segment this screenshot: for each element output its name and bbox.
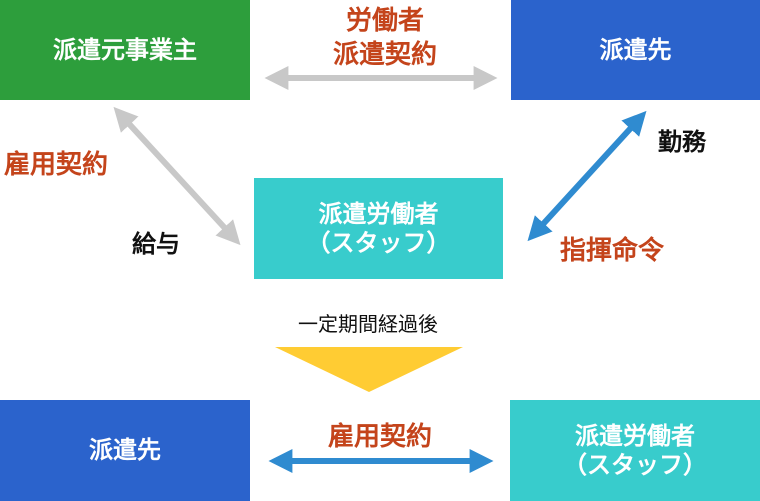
worker-bottom-line2: （スタッフ） bbox=[563, 450, 707, 479]
command-label: 指揮命令 bbox=[560, 230, 664, 267]
worker-top-line2: （スタッフ） bbox=[306, 228, 451, 257]
dispatch-contract-line2: 派遣契約 bbox=[332, 40, 437, 70]
dispatch-contract-label: 労働者 派遣契約 bbox=[300, 4, 470, 72]
after-period-label: 一定期間経過後 bbox=[268, 308, 468, 337]
employment-contract-arrow bbox=[113, 106, 241, 246]
work-text: 勤務 bbox=[658, 128, 706, 156]
salary-text: 給与 bbox=[132, 230, 180, 258]
dispatch-dest-top-box: 派遣先 bbox=[511, 0, 760, 100]
worker-top-box: 派遣労働者 （スタッフ） bbox=[254, 178, 503, 279]
after-period-text: 一定期間経過後 bbox=[298, 312, 438, 336]
dispatch-contract-line1: 労働者 bbox=[345, 6, 424, 36]
employment-contract-bottom-label: 雇用契約 bbox=[300, 416, 460, 453]
worker-bottom-box: 派遣労働者 （スタッフ） bbox=[510, 400, 760, 501]
dispatch-dest-top-text: 派遣先 bbox=[599, 35, 672, 64]
work-command-arrow bbox=[527, 110, 647, 242]
dispatch-dest-bottom-text: 派遣先 bbox=[89, 436, 161, 465]
employment-contract-bottom-text: 雇用契約 bbox=[327, 422, 432, 452]
dispatch-origin-text: 派遣元事業主 bbox=[53, 35, 197, 64]
employment-contract-left-label: 雇用契約 bbox=[4, 144, 108, 181]
transition-triangle bbox=[275, 347, 463, 392]
dispatch-origin-box: 派遣元事業主 bbox=[0, 0, 250, 100]
worker-bottom-line1: 派遣労働者 bbox=[575, 421, 695, 450]
work-label: 勤務 bbox=[658, 122, 706, 157]
employment-contract-left-text: 雇用契約 bbox=[4, 150, 109, 180]
salary-label: 給与 bbox=[132, 224, 180, 259]
worker-top-line1: 派遣労働者 bbox=[318, 199, 439, 228]
command-text: 指揮命令 bbox=[560, 236, 665, 266]
dispatch-dest-bottom-box: 派遣先 bbox=[0, 400, 250, 501]
